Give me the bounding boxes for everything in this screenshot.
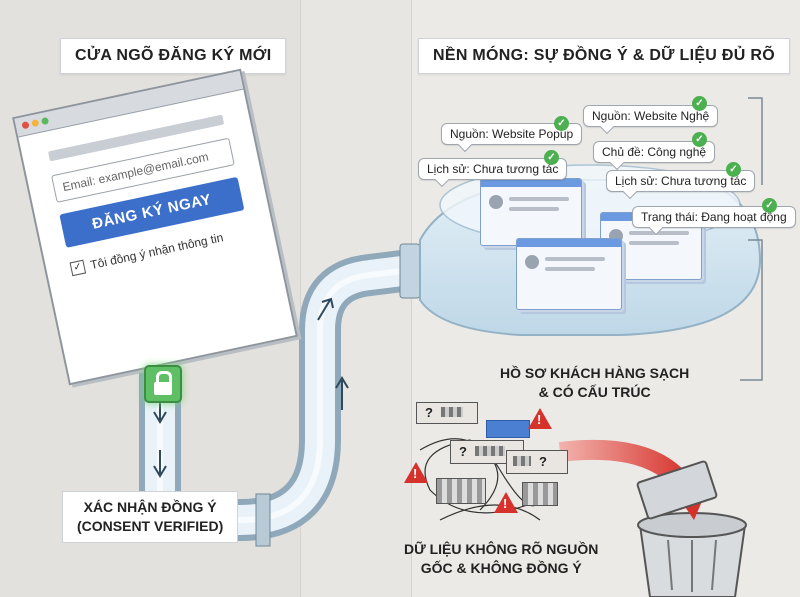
close-dot-icon: [21, 121, 30, 130]
check-icon: ✓: [554, 116, 569, 131]
section-title-signup-gate: CỬA NGÕ ĐĂNG KÝ MỚI: [60, 38, 287, 74]
profile-card: [516, 238, 622, 310]
consent-caption-line1: XÁC NHẬN ĐỒNG Ý: [83, 499, 217, 515]
minimize-dot-icon: [31, 118, 40, 128]
question-mark: ?: [425, 405, 433, 420]
check-icon: ✓: [692, 132, 707, 147]
clean-profile-caption: HỒ SƠ KHÁCH HÀNG SẠCH & CÓ CẤU TRÚC: [500, 364, 689, 402]
question-mark: ?: [459, 444, 467, 459]
clean-caption-line2: & CÓ CẤU TRÚC: [538, 384, 651, 400]
check-icon: ✓: [762, 198, 777, 213]
check-icon: ✓: [544, 150, 559, 165]
clean-caption-line1: HỒ SƠ KHÁCH HÀNG SẠCH: [500, 365, 690, 381]
unknown-record: ?: [506, 450, 568, 474]
consent-caption-line2: (CONSENT VERIFIED): [77, 518, 224, 534]
lock-icon: [144, 365, 182, 403]
consent-verified-caption: XÁC NHẬN ĐỒNG Ý (CONSENT VERIFIED): [62, 491, 239, 543]
tag-status: Trạng thái: Đang hoạt động: [632, 206, 796, 228]
unknown-record: [522, 482, 558, 506]
profile-card: [480, 178, 582, 246]
maximize-dot-icon: [40, 116, 50, 126]
section-title-foundation: NỀN MÓNG: SỰ ĐỒNG Ý & DỮ LIỆU ĐỦ RÕ: [418, 38, 790, 74]
bad-data-caption: DỮ LIỆU KHÔNG RÕ NGUỒN GỐC & KHÔNG ĐỒNG …: [404, 540, 598, 578]
bad-caption-line2: GỐC & KHÔNG ĐỒNG Ý: [420, 560, 582, 576]
question-mark: ?: [539, 454, 547, 469]
unknown-record: [486, 420, 530, 438]
bad-caption-line1: DỮ LIỆU KHÔNG RÕ NGUỒN: [404, 541, 599, 557]
tag-history-right: Lịch sử: Chưa tương tác: [606, 170, 756, 192]
unknown-record: [436, 478, 486, 504]
warning-icon: !: [494, 492, 518, 513]
check-icon: ✓: [692, 96, 707, 111]
warning-icon: !: [404, 462, 428, 483]
consent-checkbox[interactable]: ✓: [69, 259, 87, 277]
tag-history-left: Lịch sử: Chưa tương tác: [418, 158, 568, 180]
warning-icon: !: [528, 408, 552, 429]
tag-topic: Chủ đề: Công nghệ: [593, 141, 716, 163]
tag-source-web: Nguồn: Website Nghệ: [583, 105, 719, 127]
unknown-record: ?: [416, 402, 478, 424]
check-icon: ✓: [726, 162, 741, 177]
tag-source-popup: Nguồn: Website Popup: [441, 123, 583, 145]
